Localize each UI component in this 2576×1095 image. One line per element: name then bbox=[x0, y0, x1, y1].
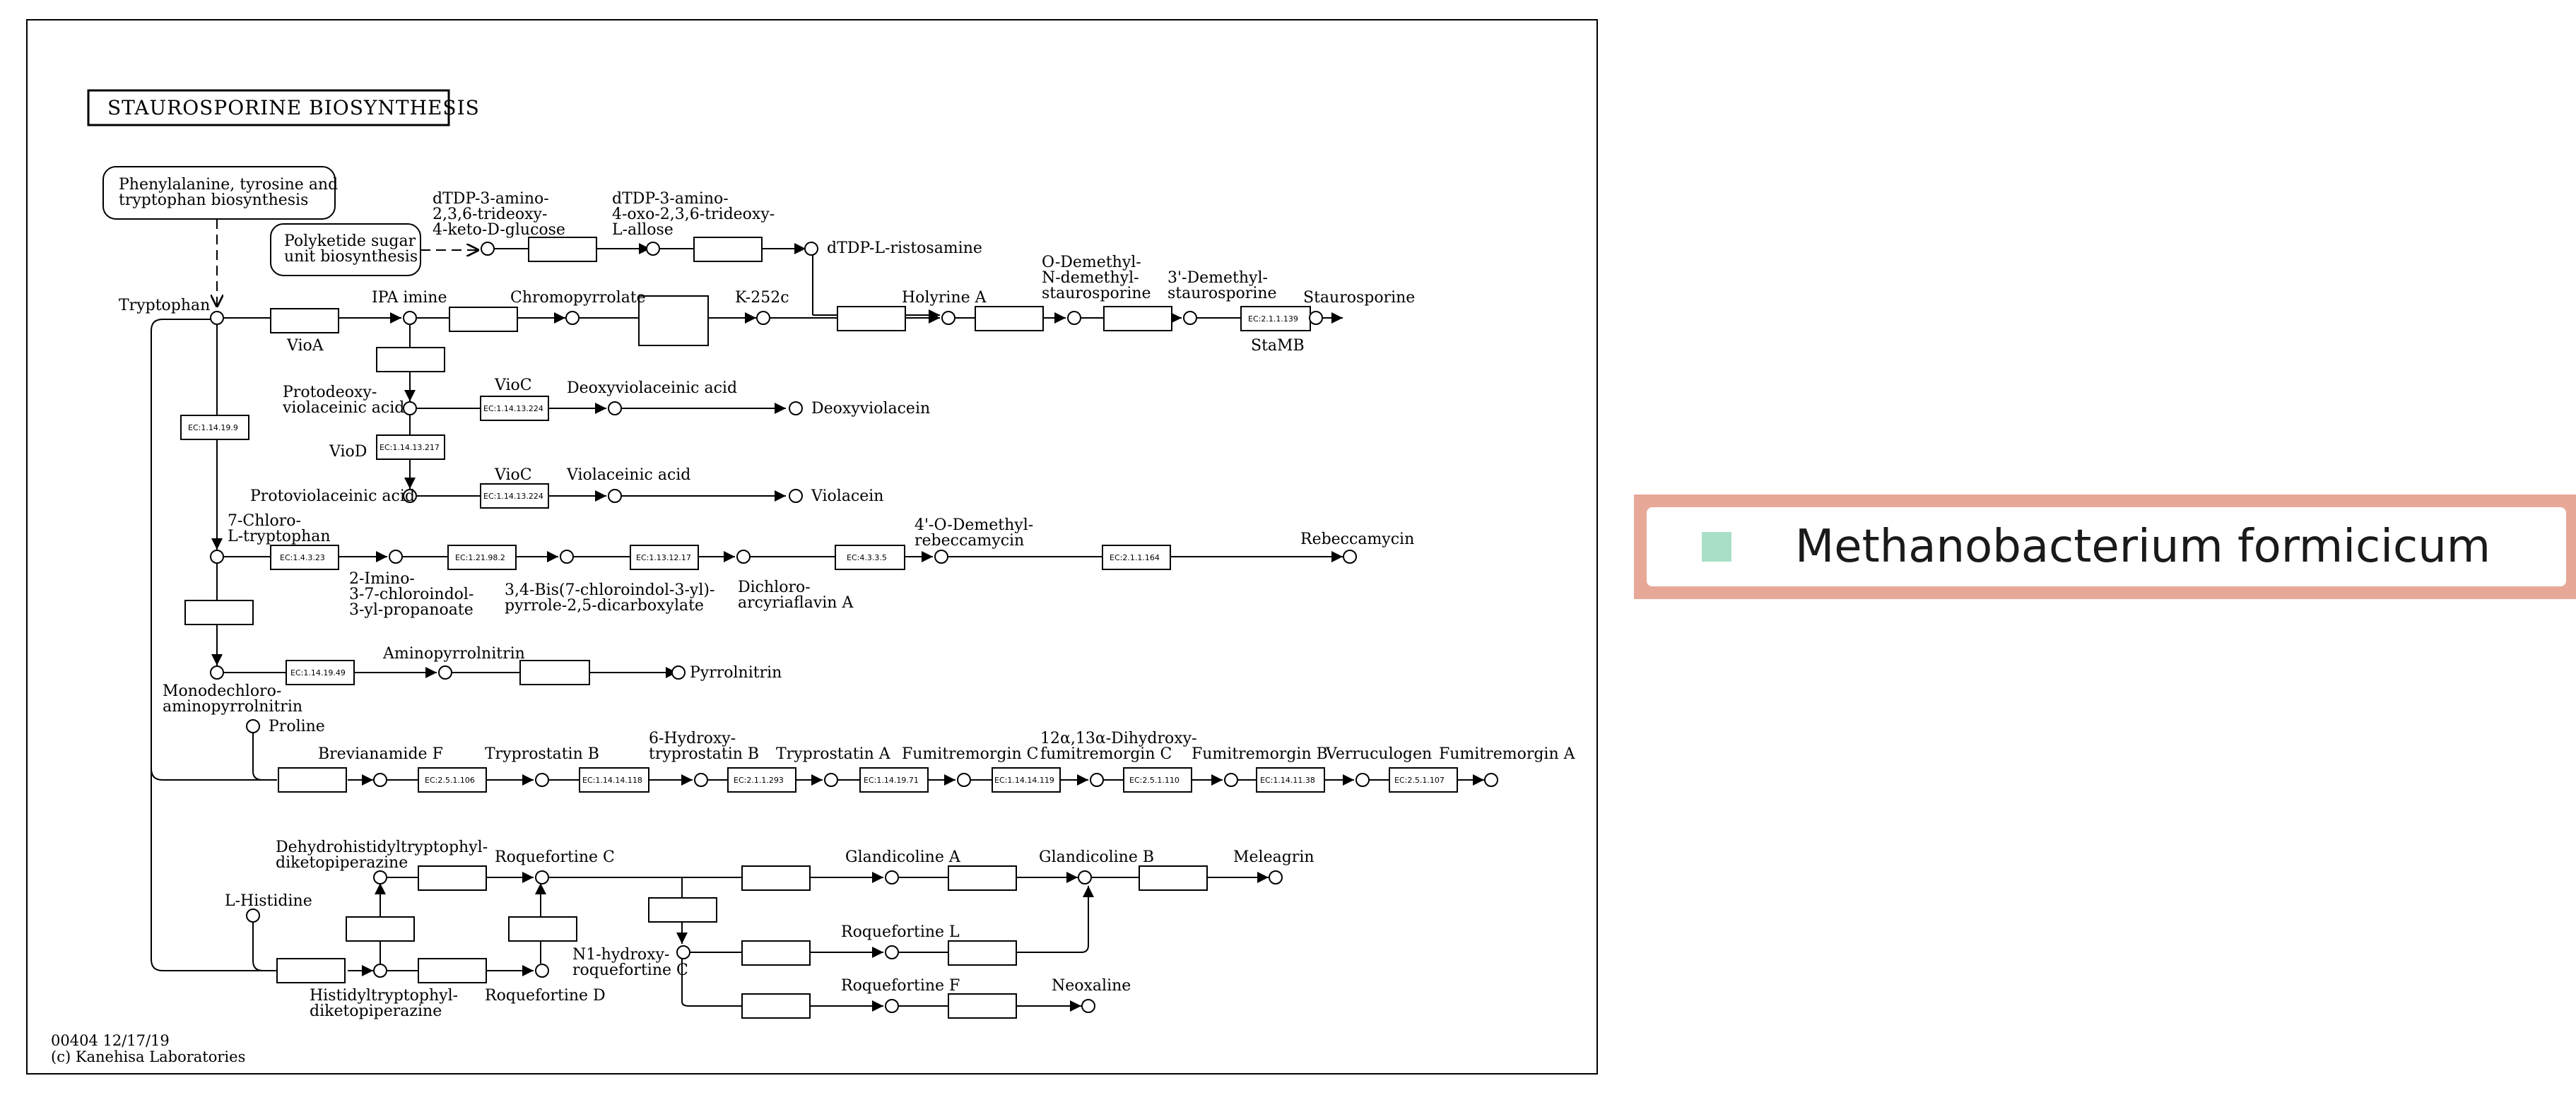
enzyme-label[interactable]: EC:2.1.1.164 bbox=[1110, 553, 1160, 562]
compound-label[interactable]: Dichloro- arcyriaflavin A bbox=[738, 579, 854, 612]
compound-label[interactable]: Protoviolaceinic acid bbox=[250, 487, 415, 505]
enzyme-label[interactable]: EC:4.3.3.5 bbox=[847, 553, 887, 562]
compound-label[interactable]: O-Demethyl- N-demethyl- staurosporine bbox=[1042, 254, 1151, 302]
enzyme-label[interactable]: EC:1.14.14.119 bbox=[994, 776, 1054, 785]
compound-label[interactable]: dTDP-3-amino- 4-oxo-2,3,6-trideoxy- L-al… bbox=[612, 190, 780, 239]
organism-color-swatch bbox=[1702, 532, 1731, 562]
compound-label[interactable]: 6-Hydroxy- tryprostatin B bbox=[649, 730, 759, 763]
compound-label[interactable]: 3'-Demethyl- staurosporine bbox=[1168, 269, 1277, 302]
pathway-link-phe[interactable]: Phenylalanine, tyrosine and tryptophan b… bbox=[119, 176, 343, 209]
enzyme-boxes[interactable] bbox=[180, 237, 1458, 1019]
pathway-link-phe-box[interactable] bbox=[102, 166, 336, 220]
enzyme-label[interactable]: EC:2.5.1.106 bbox=[425, 776, 475, 785]
compound-label[interactable]: Monodechloro- aminopyrrolnitrin bbox=[163, 682, 302, 716]
compound-label[interactable]: Roquefortine F bbox=[841, 977, 960, 995]
compound-label[interactable]: Pyrrolnitrin bbox=[690, 664, 782, 682]
enzyme-label[interactable]: EC:2.5.1.110 bbox=[1129, 776, 1180, 785]
enzyme-label[interactable]: EC:1.14.13.224 bbox=[483, 492, 543, 501]
compound-label[interactable]: Histidyltryptophyl- diketopiperazine bbox=[310, 987, 463, 1020]
gene-labels: VioA VioC VioD VioC StaMB bbox=[286, 337, 1305, 484]
compound-nodes[interactable] bbox=[210, 242, 1498, 1013]
compound-label[interactable]: Aminopyrrolnitrin bbox=[382, 645, 525, 663]
enzyme-label[interactable]: EC:2.1.1.139 bbox=[1248, 314, 1298, 324]
compound-label[interactable]: Deoxyviolacein bbox=[811, 400, 930, 418]
compound-label[interactable]: Brevianamide F bbox=[318, 745, 443, 763]
compound-label[interactable]: Fumitremorgin A bbox=[1439, 745, 1576, 763]
enzyme-label[interactable]: EC:1.14.11.38 bbox=[1260, 776, 1315, 785]
compound-label[interactable]: Roquefortine D bbox=[485, 987, 606, 1005]
compound-label[interactable]: Glandicoline B bbox=[1039, 848, 1154, 866]
compound-label[interactable]: Staurosporine bbox=[1303, 289, 1415, 307]
gene-label[interactable]: VioA bbox=[286, 337, 324, 355]
compound-label[interactable]: 3,4-Bis(7-chloroindol-3-yl)- pyrrole-2,5… bbox=[505, 581, 719, 615]
compound-label[interactable]: 12α,13α-Dihydroxy- fumitremorgin C bbox=[1040, 730, 1202, 763]
compound-label[interactable]: Chromopyrrolate bbox=[510, 289, 646, 307]
map-frame bbox=[26, 19, 1598, 1075]
enzyme-label[interactable]: EC:1.14.13.224 bbox=[483, 404, 543, 413]
compound-label[interactable]: Rebeccamycin bbox=[1300, 531, 1414, 548]
compound-label[interactable]: Roquefortine C bbox=[495, 848, 615, 866]
compound-label[interactable]: 2-Imino- 3-7-chloroindol- 3-yl-propanoat… bbox=[349, 570, 478, 619]
gene-label[interactable]: VioD bbox=[329, 443, 367, 461]
enzyme-label[interactable]: EC:1.4.3.23 bbox=[280, 553, 325, 562]
enzyme-label[interactable]: EC:1.14.14.118 bbox=[582, 776, 642, 785]
organism-name[interactable]: Methanobacterium formicicum bbox=[1795, 521, 2491, 573]
copyright: (c) Kanehisa Laboratories bbox=[51, 1048, 245, 1065]
pathway-link-poly[interactable]: Polyketide sugar unit biosynthesis bbox=[284, 232, 420, 266]
map-title: STAUROSPORINE BIOSYNTHESIS bbox=[107, 96, 480, 119]
gene-label[interactable]: StaMB bbox=[1251, 337, 1305, 355]
compound-label[interactable]: dTDP-L-ristosamine bbox=[827, 239, 982, 257]
enzyme-label[interactable]: EC:1.14.19.71 bbox=[864, 776, 919, 785]
gene-label[interactable]: VioC bbox=[494, 466, 532, 484]
compound-label[interactable]: Tryprostatin B bbox=[485, 745, 599, 763]
compound-label-tryptophan[interactable]: Tryptophan bbox=[119, 297, 210, 314]
compound-label[interactable]: Proline bbox=[269, 718, 325, 735]
compound-label[interactable]: Violaceinic acid bbox=[566, 466, 690, 484]
compound-label[interactable]: K-252c bbox=[735, 289, 789, 307]
compound-label[interactable]: 4'-O-Demethyl- rebeccamycin bbox=[914, 516, 1038, 550]
compound-label[interactable]: Fumitremorgin B bbox=[1192, 745, 1328, 763]
compound-label[interactable]: 7-Chloro- L-tryptophan bbox=[228, 512, 331, 545]
compound-label[interactable]: Roquefortine L bbox=[841, 923, 960, 941]
map-id-date: 00404 12/17/19 bbox=[51, 1032, 170, 1049]
compound-label[interactable]: Neoxaline bbox=[1052, 977, 1131, 995]
compound-label[interactable]: L-Histidine bbox=[225, 892, 312, 910]
enzyme-label[interactable]: EC:1.21.98.2 bbox=[455, 553, 505, 562]
gene-label[interactable]: VioC bbox=[494, 377, 532, 394]
enzyme-label[interactable]: EC:1.13.12.17 bbox=[636, 553, 691, 562]
organism-legend-panel: Methanobacterium formicicum bbox=[1647, 507, 2566, 586]
organism-legend: Methanobacterium formicicum bbox=[1634, 495, 2576, 599]
compound-label[interactable]: IPA imine bbox=[372, 289, 447, 307]
enzyme-label[interactable]: EC:1.14.13.217 bbox=[380, 443, 440, 452]
enzyme-label[interactable]: EC:2.1.1.293 bbox=[734, 776, 784, 785]
compound-label[interactable]: dTDP-3-amino- 2,3,6-trideoxy- 4-keto-D-g… bbox=[433, 190, 565, 239]
compound-label[interactable]: Dehydrohistidyltryptophyl- diketopiperaz… bbox=[276, 839, 493, 872]
compound-label[interactable]: Glandicoline A bbox=[845, 848, 961, 866]
compound-label[interactable]: Holyrine A bbox=[902, 289, 987, 307]
compound-label[interactable]: Meleagrin bbox=[1233, 848, 1315, 866]
enzyme-label[interactable]: EC:1.14.19.9 bbox=[188, 423, 238, 432]
compound-label[interactable]: Tryprostatin A bbox=[776, 745, 891, 763]
enzyme-label[interactable]: EC:2.5.1.107 bbox=[1394, 776, 1445, 785]
compound-label[interactable]: Fumitremorgin C bbox=[902, 745, 1038, 763]
compound-labels: Tryptophan dTDP-3-amino- 2,3,6-trideoxy-… bbox=[119, 190, 1576, 1020]
compound-label[interactable]: Violacein bbox=[811, 487, 883, 505]
compound-label[interactable]: Verruculogen bbox=[1325, 745, 1432, 763]
enzyme-labels[interactable]: EC:1.14.19.9 EC:2.1.1.139 EC:1.14.13.224… bbox=[188, 314, 1445, 785]
compound-label[interactable]: N1-hydroxy- roquefortine C bbox=[572, 946, 688, 979]
enzyme-label[interactable]: EC:1.14.19.49 bbox=[290, 668, 346, 677]
compound-label[interactable]: Deoxyviolaceinic acid bbox=[567, 379, 737, 397]
compound-label[interactable]: Protodeoxy- violaceinic acid bbox=[282, 384, 404, 417]
map-title-box bbox=[87, 89, 450, 126]
